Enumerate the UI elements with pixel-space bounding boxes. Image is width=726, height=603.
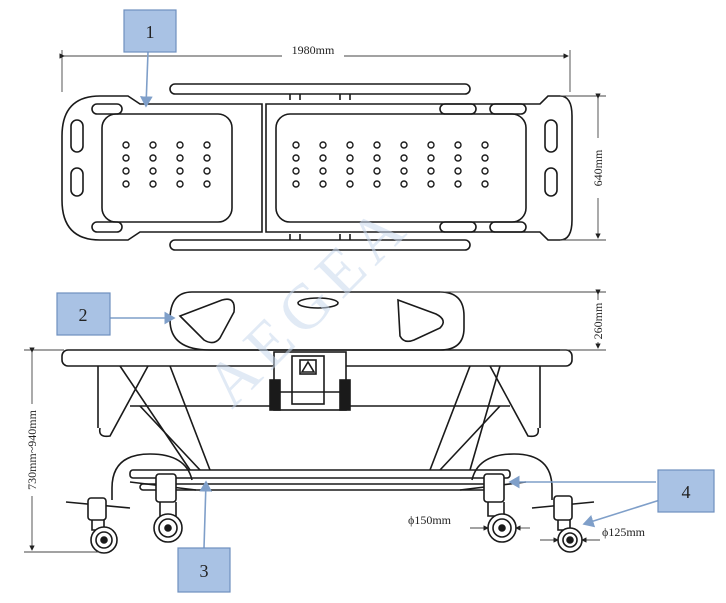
callout-1-label: 1: [146, 22, 155, 42]
vent-hole: [319, 141, 327, 149]
mattress-vent-holes: [122, 141, 489, 188]
vent-hole: [176, 180, 184, 188]
vent-hole: [427, 180, 435, 188]
vent-hole: [149, 167, 157, 175]
vent-hole: [454, 141, 462, 149]
vent-hole: [454, 154, 462, 162]
vent-hole: [373, 180, 381, 188]
vent-hole: [346, 167, 354, 175]
vent-hole: [481, 180, 489, 188]
caster-right-outer: [531, 495, 595, 553]
vent-hole: [481, 154, 489, 162]
dim-length-text: 1980mm: [292, 43, 335, 57]
vent-hole: [481, 141, 489, 149]
vent-hole: [427, 167, 435, 175]
vent-hole: [400, 141, 408, 149]
vent-hole: [203, 180, 211, 188]
dim-rail-bg: [589, 300, 607, 342]
vent-hole: [122, 141, 130, 149]
vent-hole: [149, 154, 157, 162]
vent-hole: [373, 154, 381, 162]
dim-width-text: 640mm: [591, 149, 605, 186]
vent-hole: [427, 154, 435, 162]
callout-2: 2: [56, 292, 176, 336]
vent-hole: [149, 141, 157, 149]
dim-length-bg: [282, 42, 344, 58]
vent-hole: [454, 180, 462, 188]
dim-bed-bg: [22, 404, 40, 496]
callout-4-label: 4: [682, 482, 691, 502]
vent-hole: [400, 180, 408, 188]
caster-left-outer: [65, 497, 131, 554]
vent-hole: [481, 167, 489, 175]
vent-hole: [203, 141, 211, 149]
callout-3-label: 3: [200, 561, 209, 581]
vent-hole: [319, 180, 327, 188]
vent-hole: [373, 167, 381, 175]
dim-caster-small-text: ϕ125mm: [602, 525, 646, 539]
vent-hole: [454, 167, 462, 175]
dim-width-bg: [589, 138, 607, 198]
caster-left-inner: [129, 473, 197, 543]
dim-rail-height-text: 260mm: [591, 302, 605, 339]
vent-hole: [176, 167, 184, 175]
vent-hole: [149, 180, 157, 188]
top-view: [61, 83, 573, 251]
vent-hole: [122, 180, 130, 188]
vent-hole: [373, 141, 381, 149]
vent-hole: [122, 154, 130, 162]
callout-1: 1: [123, 9, 177, 108]
vent-hole: [203, 154, 211, 162]
dimension-rail-height: [440, 289, 606, 351]
dim-caster-large-text: ϕ150mm: [408, 513, 452, 527]
vent-hole: [427, 141, 435, 149]
vent-hole: [176, 141, 184, 149]
vent-hole: [122, 167, 130, 175]
vent-hole: [292, 141, 300, 149]
vent-hole: [319, 154, 327, 162]
vent-hole: [292, 167, 300, 175]
vent-hole: [346, 141, 354, 149]
vent-hole: [292, 180, 300, 188]
callout-4: 4: [508, 469, 715, 528]
vent-hole: [400, 154, 408, 162]
vent-hole: [346, 180, 354, 188]
vent-hole: [292, 154, 300, 162]
callout-3: 3: [177, 480, 231, 593]
dim-bed-height-text: 730mm~940mm: [25, 409, 39, 489]
vent-hole: [400, 167, 408, 175]
vent-hole: [203, 167, 211, 175]
vent-hole: [346, 154, 354, 162]
callout-2-label: 2: [79, 305, 88, 325]
vent-hole: [176, 154, 184, 162]
vent-hole: [319, 167, 327, 175]
